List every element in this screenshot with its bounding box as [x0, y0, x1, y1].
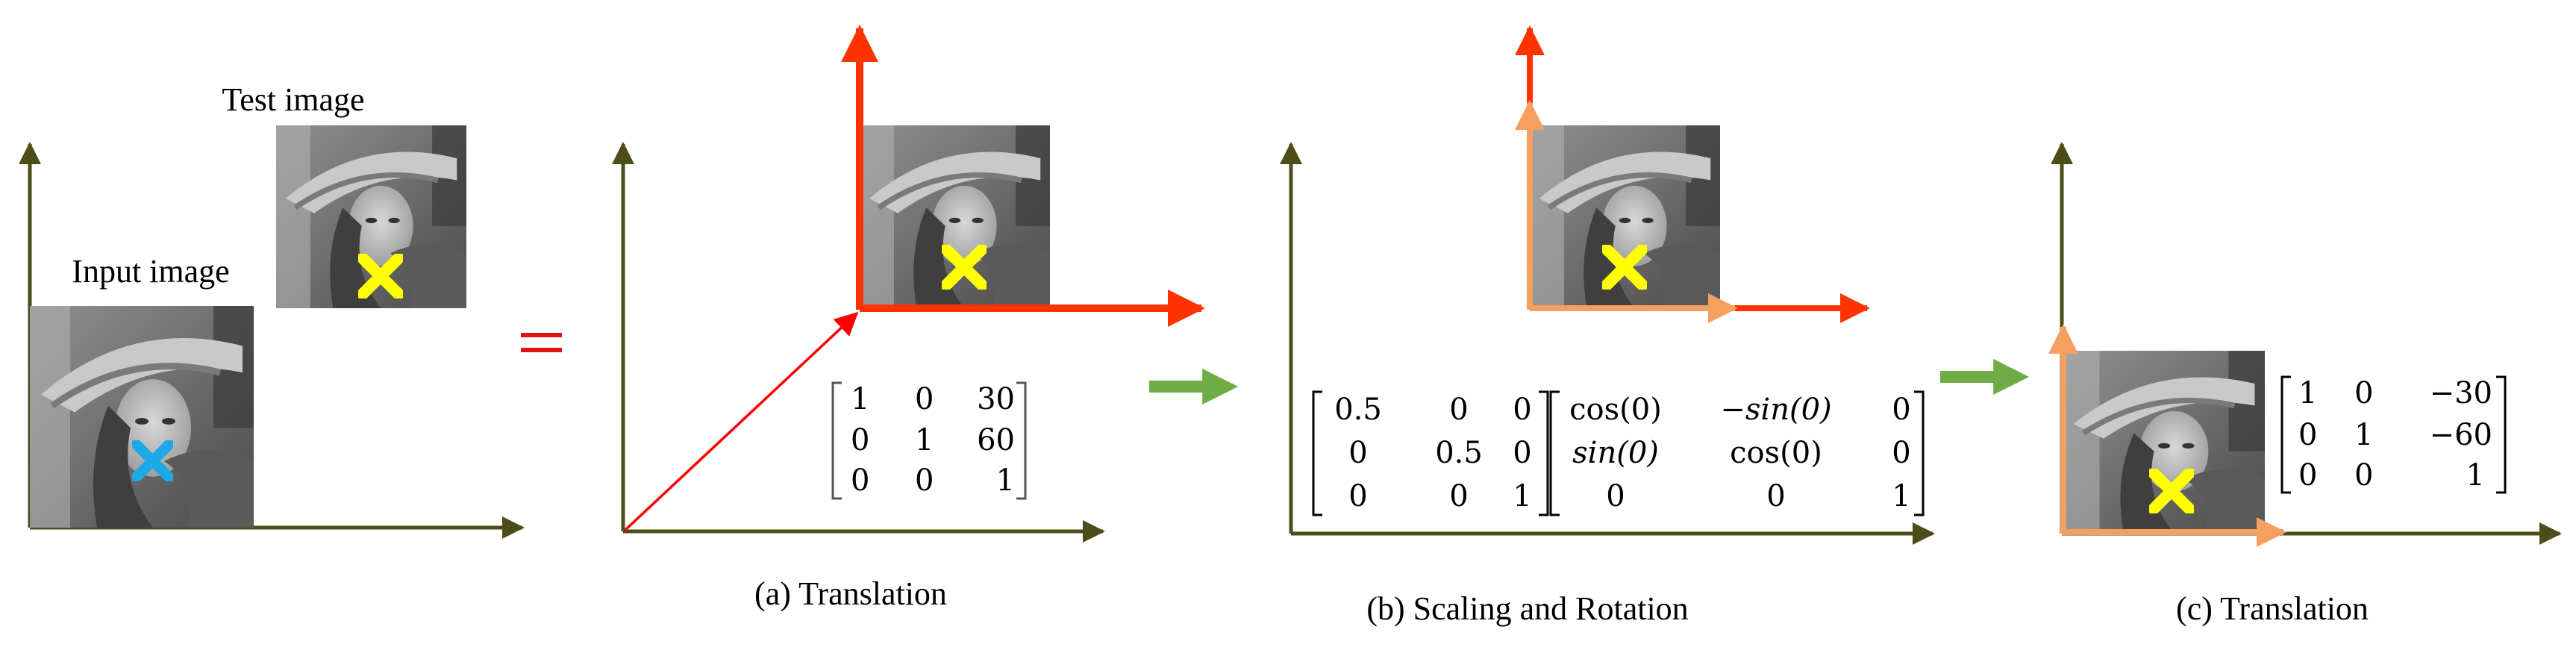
matrix-b-rot-r0c2: 0	[1892, 393, 1910, 427]
matrix-b-scale-r2c0: 0	[1348, 479, 1367, 513]
matrix-a-left-bracket	[831, 381, 842, 500]
test-image-label: Test image	[222, 81, 364, 118]
matrix-b-rotation: cos(0) −sin(0) 0 sin(0) cos(0) 0 0 0 1	[1549, 390, 1925, 516]
matrix-c: 1 0 −30 0 1 −60 0 0 1	[2280, 375, 2507, 494]
matrix-b-rot-left-bracket	[1549, 390, 1560, 516]
matrix-b-scale-right-bracket	[1539, 390, 1549, 516]
matrix-a-r1c0: 0	[851, 423, 869, 457]
matrix-c-left-bracket	[2280, 375, 2291, 494]
matrix-a-r0c2: 30	[977, 382, 1015, 416]
matrix-a-r1c1: 1	[915, 423, 934, 457]
input-image	[30, 306, 254, 528]
matrix-a-r0c1: 0	[915, 382, 934, 416]
matrix-b-scale-r0c0: 0.5	[1334, 393, 1382, 427]
matrix-c-r1c1: 1	[2354, 418, 2373, 452]
matrix-b-rot-r1c0: sin(0)	[1572, 436, 1659, 470]
panel-b: 0.5 0 0 0 0.5 0 0 0 1 cos(0) −sin(0) 0 s…	[1280, 25, 1935, 627]
matrix-a-r2c2: 1	[996, 463, 1015, 498]
matrix-b-scale-r1c1: 0.5	[1435, 436, 1483, 470]
matrix-c-r1c0: 0	[2298, 418, 2317, 452]
matrix-b-scale-r0c1: 0	[1449, 393, 1468, 427]
matrix-c-r2c2: 1	[2466, 458, 2485, 493]
matrix-c-r0c1: 0	[2354, 376, 2373, 410]
matrix-b-scale-r1c0: 0	[1348, 436, 1367, 470]
matrix-c-r0c2: −30	[2430, 376, 2492, 410]
matrix-b-scale-r2c1: 0	[1449, 479, 1468, 513]
matrix-b-rot-r2c2: 1	[1892, 479, 1910, 513]
a-translation-vector	[624, 311, 859, 531]
matrix-b-scale-left-bracket	[1312, 390, 1322, 516]
equals-sign	[521, 333, 562, 352]
matrix-b-scale: 0.5 0 0 0 0.5 0 0 0 1	[1312, 390, 1549, 516]
caption-b: (b) Scaling and Rotation	[1366, 590, 1688, 627]
matrix-a-r2c0: 0	[851, 463, 869, 498]
caption-a: (a) Translation	[754, 575, 947, 612]
matrix-b-rot-r0c0: cos(0)	[1569, 393, 1662, 427]
panel-c: 1 0 −30 0 1 −60 0 0 1 (c) Translation	[2048, 142, 2562, 627]
matrix-b-scale-r0c2: 0	[1513, 393, 1531, 427]
matrix-c-right-bracket	[2496, 375, 2507, 494]
matrix-c-r1c2: −60	[2430, 418, 2492, 452]
matrix-c-r0c0: 1	[2298, 376, 2317, 410]
input-image-label: Input image	[72, 253, 229, 290]
matrix-c-r2c1: 0	[2354, 458, 2373, 493]
matrix-b-rot-r2c0: 0	[1606, 479, 1625, 513]
matrix-a-right-bracket	[1016, 381, 1027, 500]
matrix-a-r2c1: 0	[915, 463, 934, 498]
matrix-b-scale-r1c2: 0	[1513, 436, 1531, 470]
matrix-c-r2c0: 0	[2298, 458, 2317, 493]
matrix-b-rot-r1c1: cos(0)	[1730, 436, 1822, 470]
panel-a: 1 0 30 0 1 60 0 0 1 (a) Translation	[612, 25, 1205, 612]
matrix-a: 1 0 30 0 1 60 0 0 1	[831, 381, 1027, 500]
matrix-b-rot-r2c1: 0	[1766, 479, 1785, 513]
matrix-b-rot-r1c2: 0	[1892, 436, 1910, 470]
matrix-b-scale-r2c2: 1	[1513, 479, 1531, 513]
matrix-a-r1c2: 60	[977, 423, 1015, 457]
matrix-a-r0c0: 1	[851, 382, 869, 416]
panel-input: Test image Input image	[19, 81, 562, 539]
b-image	[1530, 125, 1720, 308]
caption-c: (c) Translation	[2176, 590, 2369, 627]
matrix-b-rot-right-bracket	[1914, 390, 1925, 516]
matrix-b-rot-r0c1: −sin(0)	[1720, 393, 1831, 427]
